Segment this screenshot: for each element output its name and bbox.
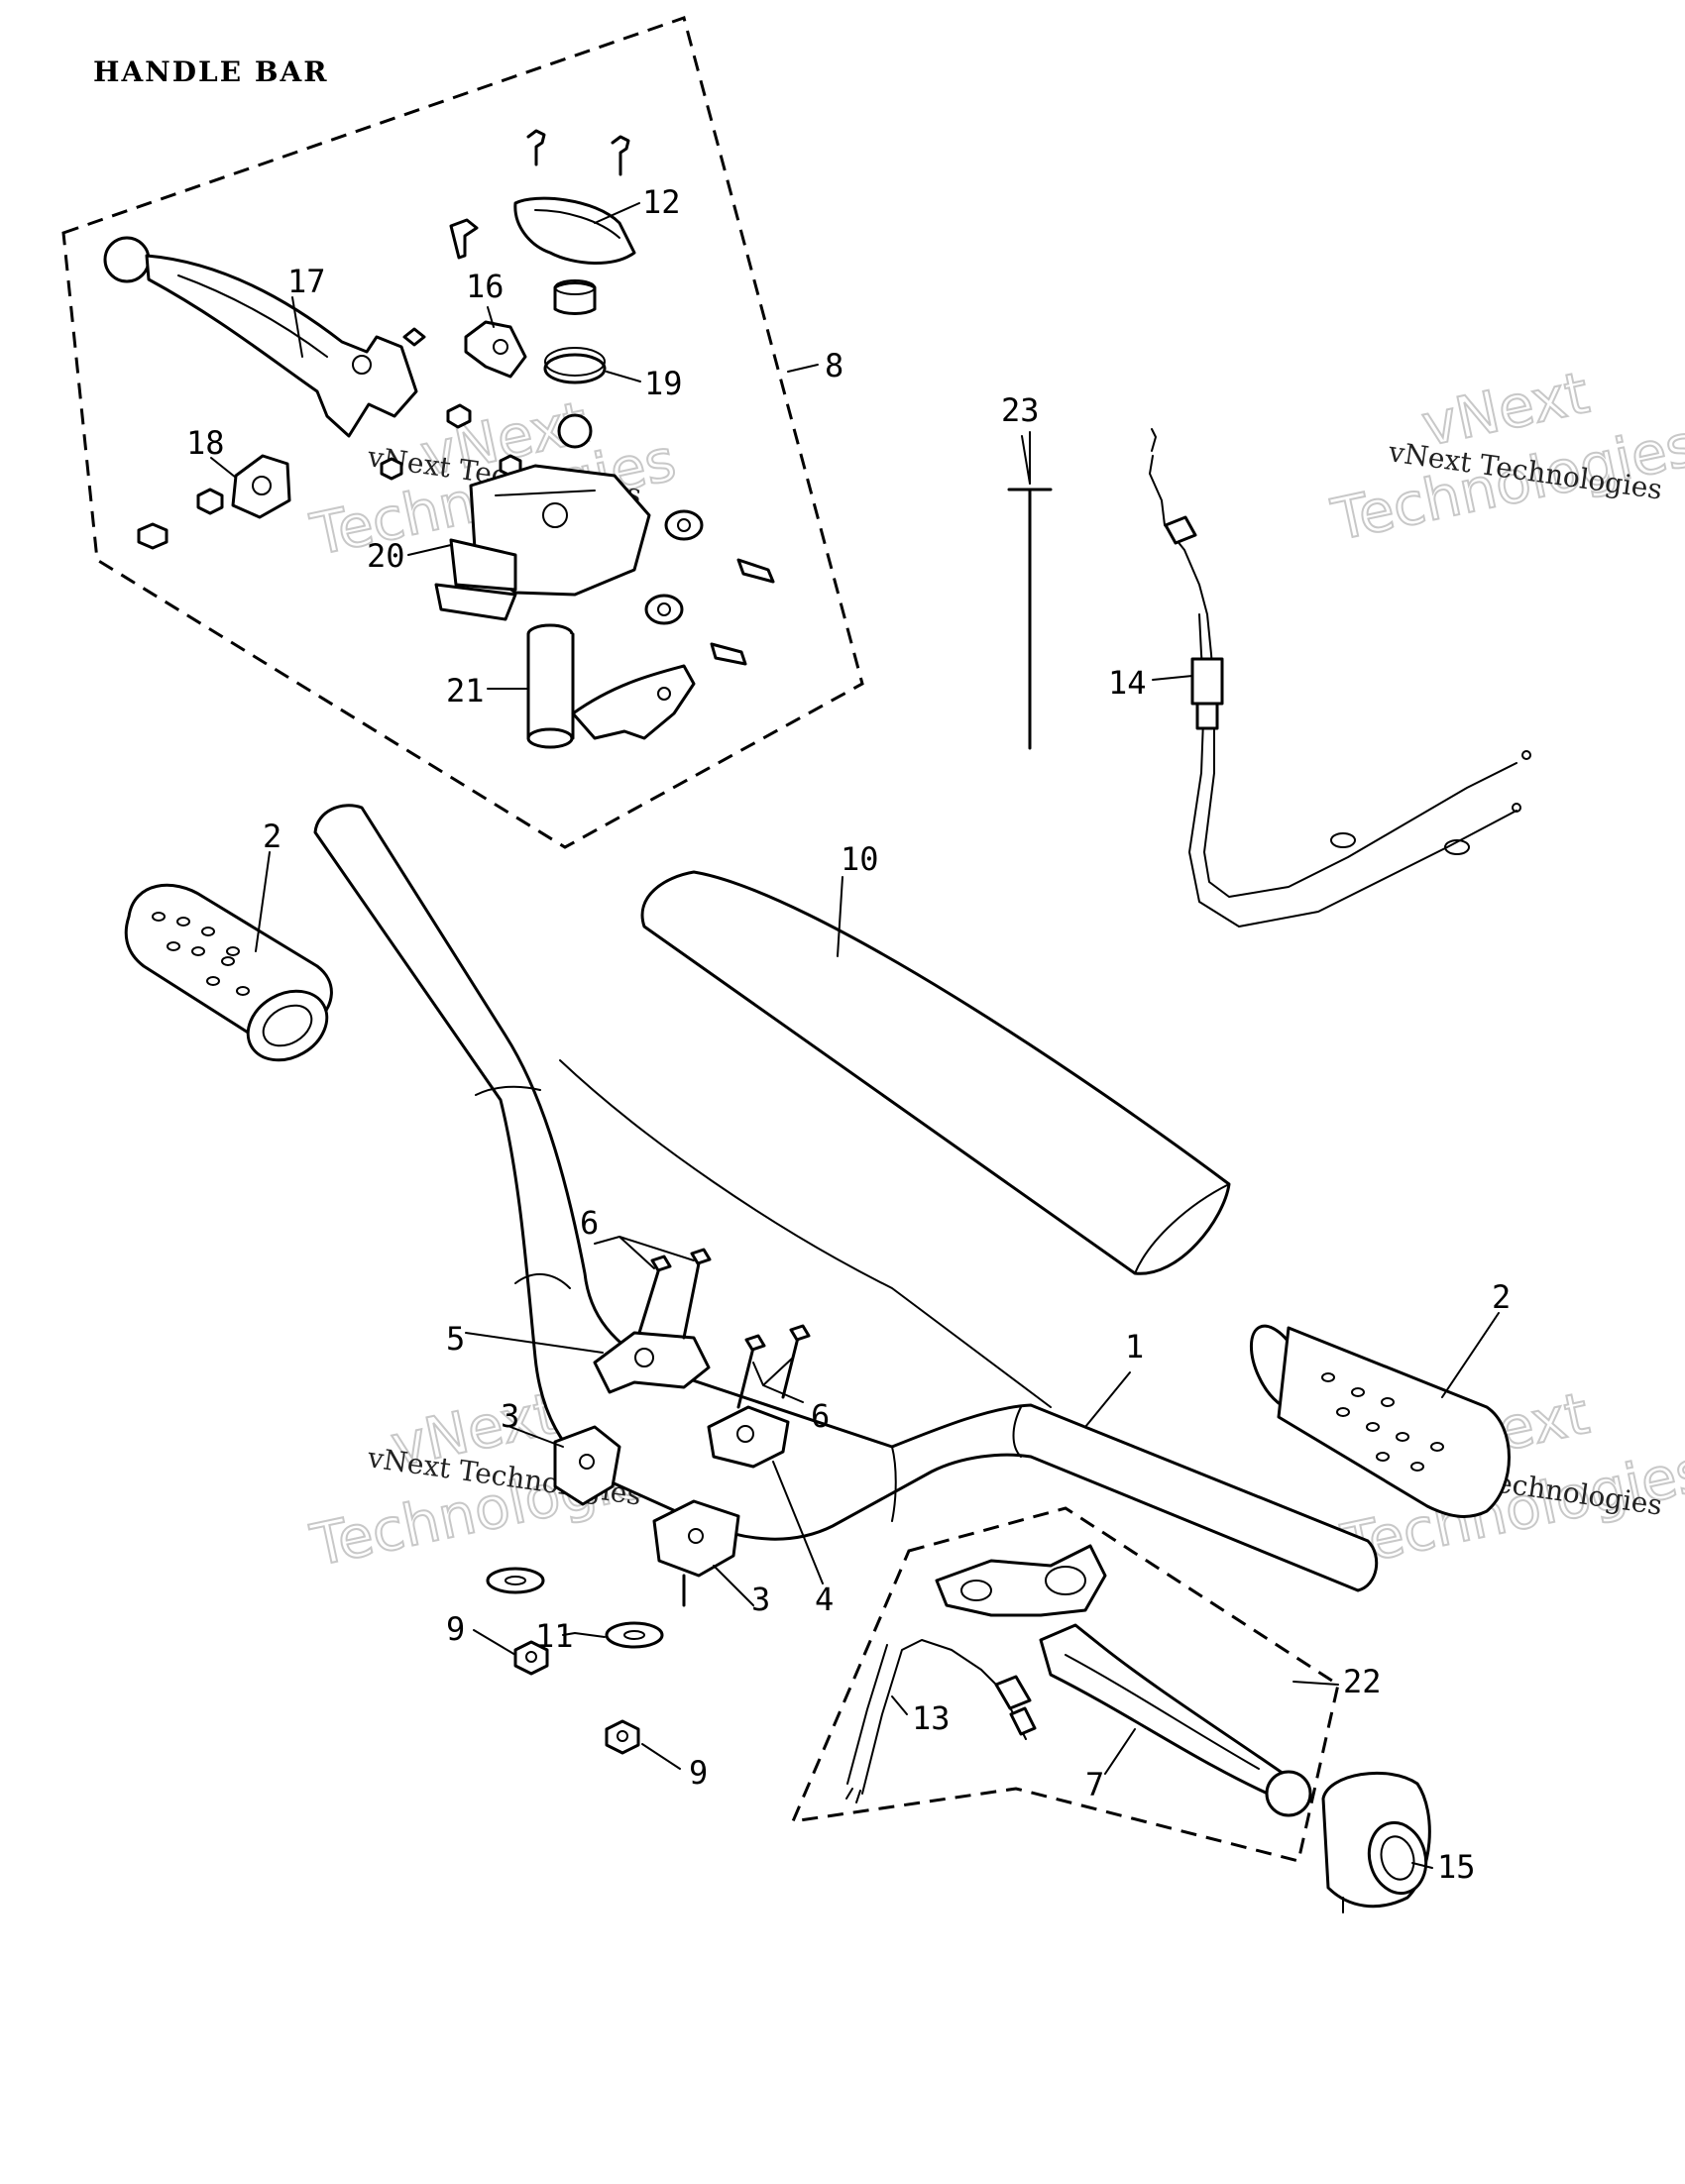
part-22-clutch-bracket [935,1544,1107,1617]
diagram-title: HANDLE BAR [93,55,329,88]
part-17-brake-lever [103,236,418,438]
part-13-clutch-switch [845,1639,1037,1803]
callout-2: 2 [263,818,281,855]
part-11-washers [486,1567,664,1649]
callout-5: 5 [446,1320,465,1358]
callout-9: 9 [689,1754,708,1792]
part-9-nuts [513,1640,640,1755]
callout-9: 9 [446,1610,465,1648]
assembly-8-boundary [61,16,864,849]
callout-18: 18 [186,424,225,462]
callout-19: 19 [644,365,683,402]
callout-6: 6 [580,1204,599,1242]
part-2-grip-left [124,883,333,1062]
part-1-handlebar [313,804,1379,1592]
assembly-22-boundary [790,1506,1340,1863]
callout-3: 3 [751,1581,770,1618]
part-18-clamp [137,454,291,550]
part-14-throttle-cable [1149,428,1531,928]
part-20-master-cylinder [434,464,651,621]
callout-22: 22 [1343,1663,1382,1700]
callout-21: 21 [446,672,485,710]
part-10-handlebar-pad [640,870,1231,1275]
callout-17: 17 [287,263,326,300]
part-23-cable-tie [1007,431,1053,750]
watermark-top-right: vNext Technologies vNext Technologies [1325,358,1685,555]
callout-23: 23 [1001,391,1040,429]
part-5-upper-clamp [593,1331,790,1469]
part-7-clutch-lever [1039,1623,1312,1817]
part-19-boot [402,279,607,384]
callout-20: 20 [367,537,405,575]
callout-1: 1 [1125,1328,1144,1365]
part-3-lower-clamp-a [553,1425,621,1506]
callout-3: 3 [501,1397,519,1435]
leader-lines [210,202,1500,1869]
callout-15: 15 [1437,1848,1476,1886]
part-6-bolts [637,1248,811,1409]
callout-4: 4 [815,1581,834,1618]
callouts: 1 2 2 3 3 4 5 6 6 7 8 9 9 10 11 12 13 14… [186,183,1511,1886]
small-hardware [380,403,775,666]
callout-2: 2 [1492,1278,1511,1316]
callout-10: 10 [841,840,879,878]
callout-7: 7 [1085,1766,1104,1803]
callout-12: 12 [642,183,681,221]
part-15-throttle-housing [1321,1771,1431,1913]
callout-13: 13 [912,1699,951,1737]
part-21-pivot-arm [526,623,696,749]
callout-6: 6 [811,1397,830,1435]
part-2-grip-right [1249,1324,1511,1518]
callout-14: 14 [1108,664,1147,702]
part-12-reservoir-cover [449,129,636,265]
part-3-lower-clamp-b [652,1499,740,1607]
callout-16: 16 [466,268,505,305]
callout-8: 8 [825,347,843,384]
part-16-clamp [464,320,527,379]
callout-11: 11 [535,1617,574,1655]
